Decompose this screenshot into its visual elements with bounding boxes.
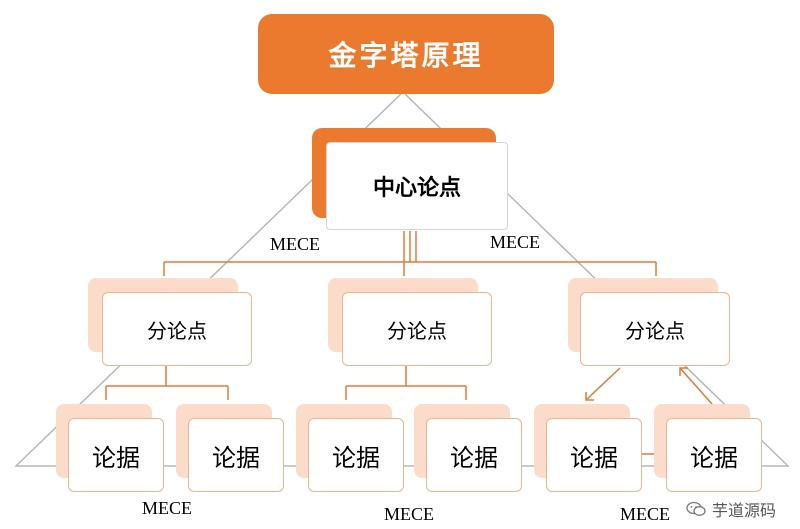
wechat-icon [686, 501, 706, 516]
mece-label-3: MECE [142, 498, 193, 518]
sub-card-2: 分论点 [342, 292, 492, 366]
leaf-card-2: 论据 [188, 418, 284, 492]
sub-text-1: 分论点 [147, 318, 207, 343]
sub-text-2: 分论点 [387, 318, 447, 343]
leaf-text-5: 论据 [570, 443, 618, 472]
connectors [105, 231, 713, 460]
leaf-text-4: 论据 [450, 443, 498, 472]
leaf-card-6: 论据 [666, 418, 762, 492]
center-text: 中心论点 [372, 175, 461, 201]
mece-label-1: MECE [270, 234, 321, 254]
center-card: 中心论点 [326, 142, 508, 230]
title-box: 金字塔原理 [258, 14, 554, 94]
leaf-text-6: 论据 [690, 443, 738, 472]
leaf-card-5: 论据 [546, 418, 642, 492]
mece-label-4: MECE [384, 504, 435, 524]
watermark-text: 芋道源码 [711, 501, 776, 520]
leaf-card-4: 论据 [426, 418, 522, 492]
leaf-text-2: 论据 [212, 443, 260, 472]
mece-label-5: MECE [620, 504, 671, 524]
leaf-card-3: 论据 [308, 418, 404, 492]
leaf-text-3: 论据 [332, 443, 380, 472]
mece-label-2: MECE [490, 232, 541, 252]
sub-card-1: 分论点 [102, 292, 252, 366]
title-text: 金字塔原理 [328, 39, 484, 72]
sub-card-3: 分论点 [580, 292, 730, 366]
leaf-card-1: 论据 [68, 418, 164, 492]
watermark: 芋道源码 [686, 497, 776, 521]
leaf-text-1: 论据 [92, 443, 140, 472]
sub-text-3: 分论点 [625, 318, 685, 343]
